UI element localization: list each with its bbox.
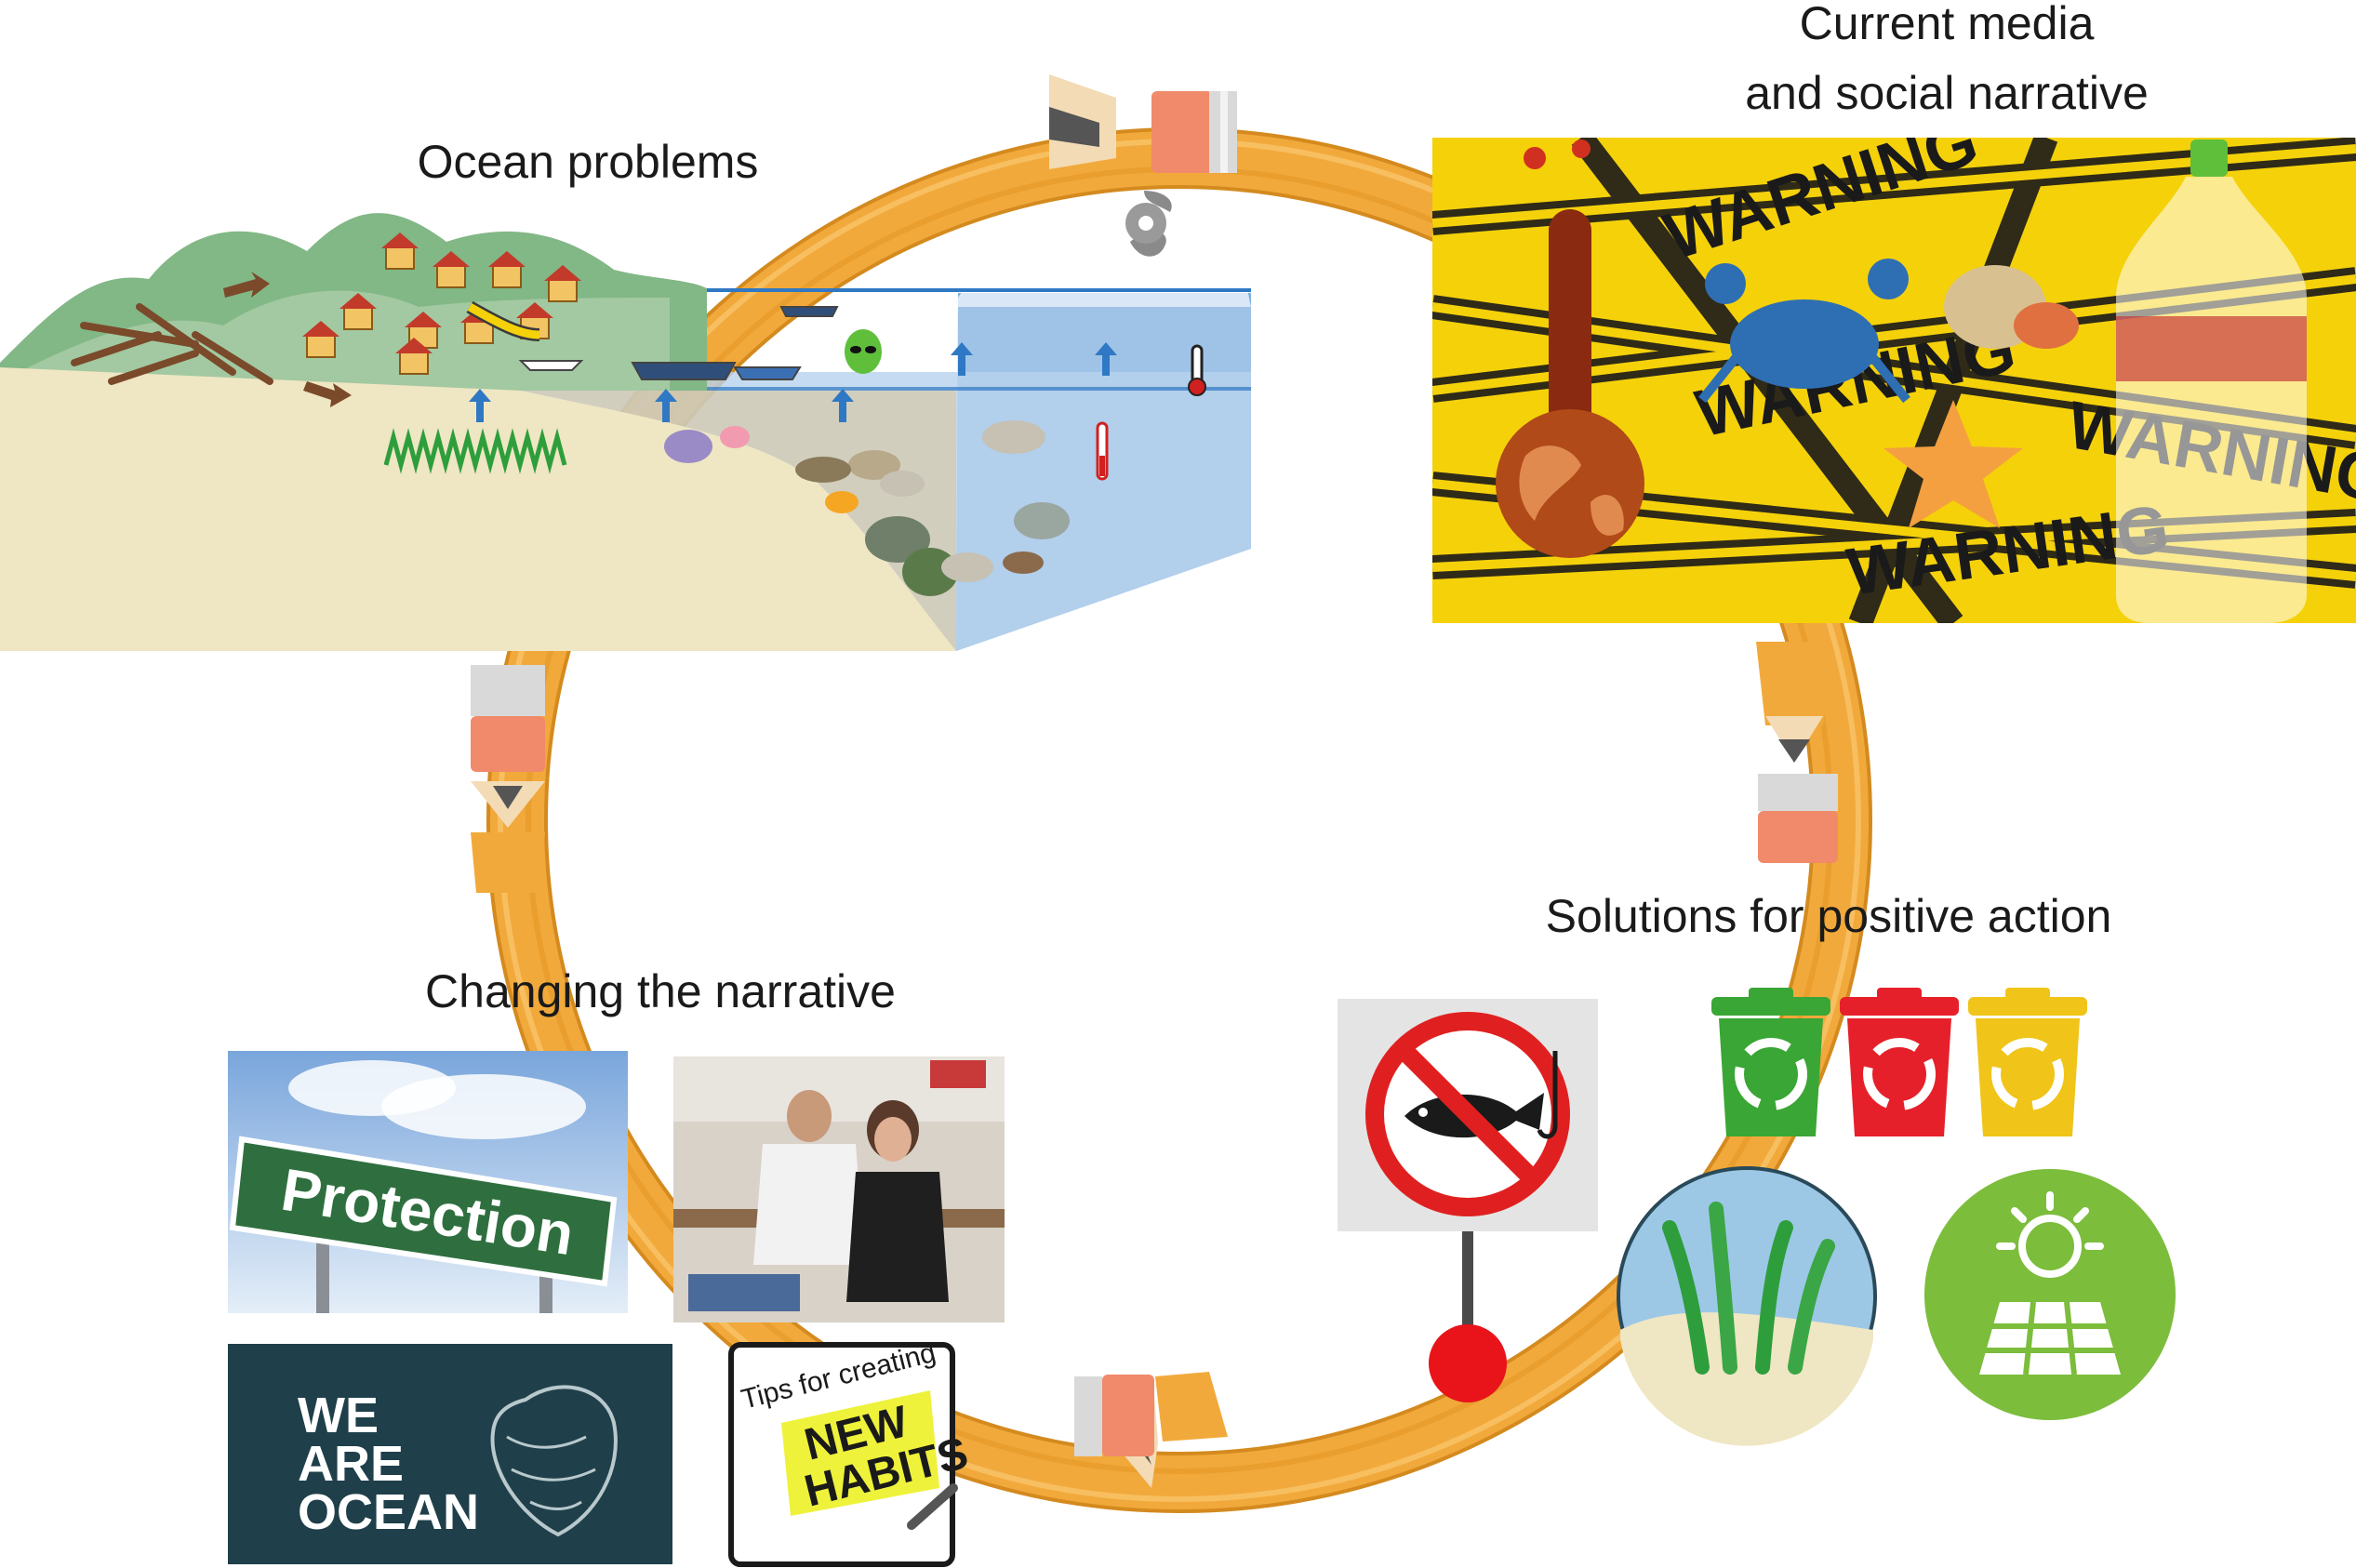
new-habits-note: Tips for creating NEW HABITS <box>728 1337 973 1567</box>
label-solutions: Solutions for positive action <box>1546 890 2112 942</box>
pencil-tip-top <box>1049 74 1237 173</box>
pencil-tip-left <box>471 665 545 893</box>
scientists-photo <box>673 1056 1005 1322</box>
label-current-media-line1: Current media <box>1800 0 2095 49</box>
pencil-tip-right <box>1756 642 1838 863</box>
pencil-tip-bottom <box>1074 1372 1228 1488</box>
recycle-bins-icon <box>1711 988 2087 1136</box>
we-are-ocean-line1: WE <box>298 1388 379 1443</box>
seagrass-circle-icon <box>1617 1166 1877 1446</box>
no-fishing-sign-icon <box>1338 999 1598 1402</box>
ocean-problems-illustration <box>0 191 1251 651</box>
media-warning-collage: WARNING WARNING WARNING WARNING <box>1432 138 2356 623</box>
we-are-ocean-line3: OCEAN <box>298 1484 479 1540</box>
protection-sign-photo: Protection <box>228 1051 628 1313</box>
we-are-ocean-line2: ARE <box>298 1436 404 1492</box>
label-ocean-problems: Ocean problems <box>418 136 759 188</box>
we-are-ocean-poster: WE ARE OCEAN <box>228 1344 672 1564</box>
label-changing-narrative: Changing the narrative <box>425 965 896 1017</box>
solar-panel-icon <box>1924 1169 2176 1420</box>
label-current-media-line2: and social narrative <box>1745 67 2149 119</box>
